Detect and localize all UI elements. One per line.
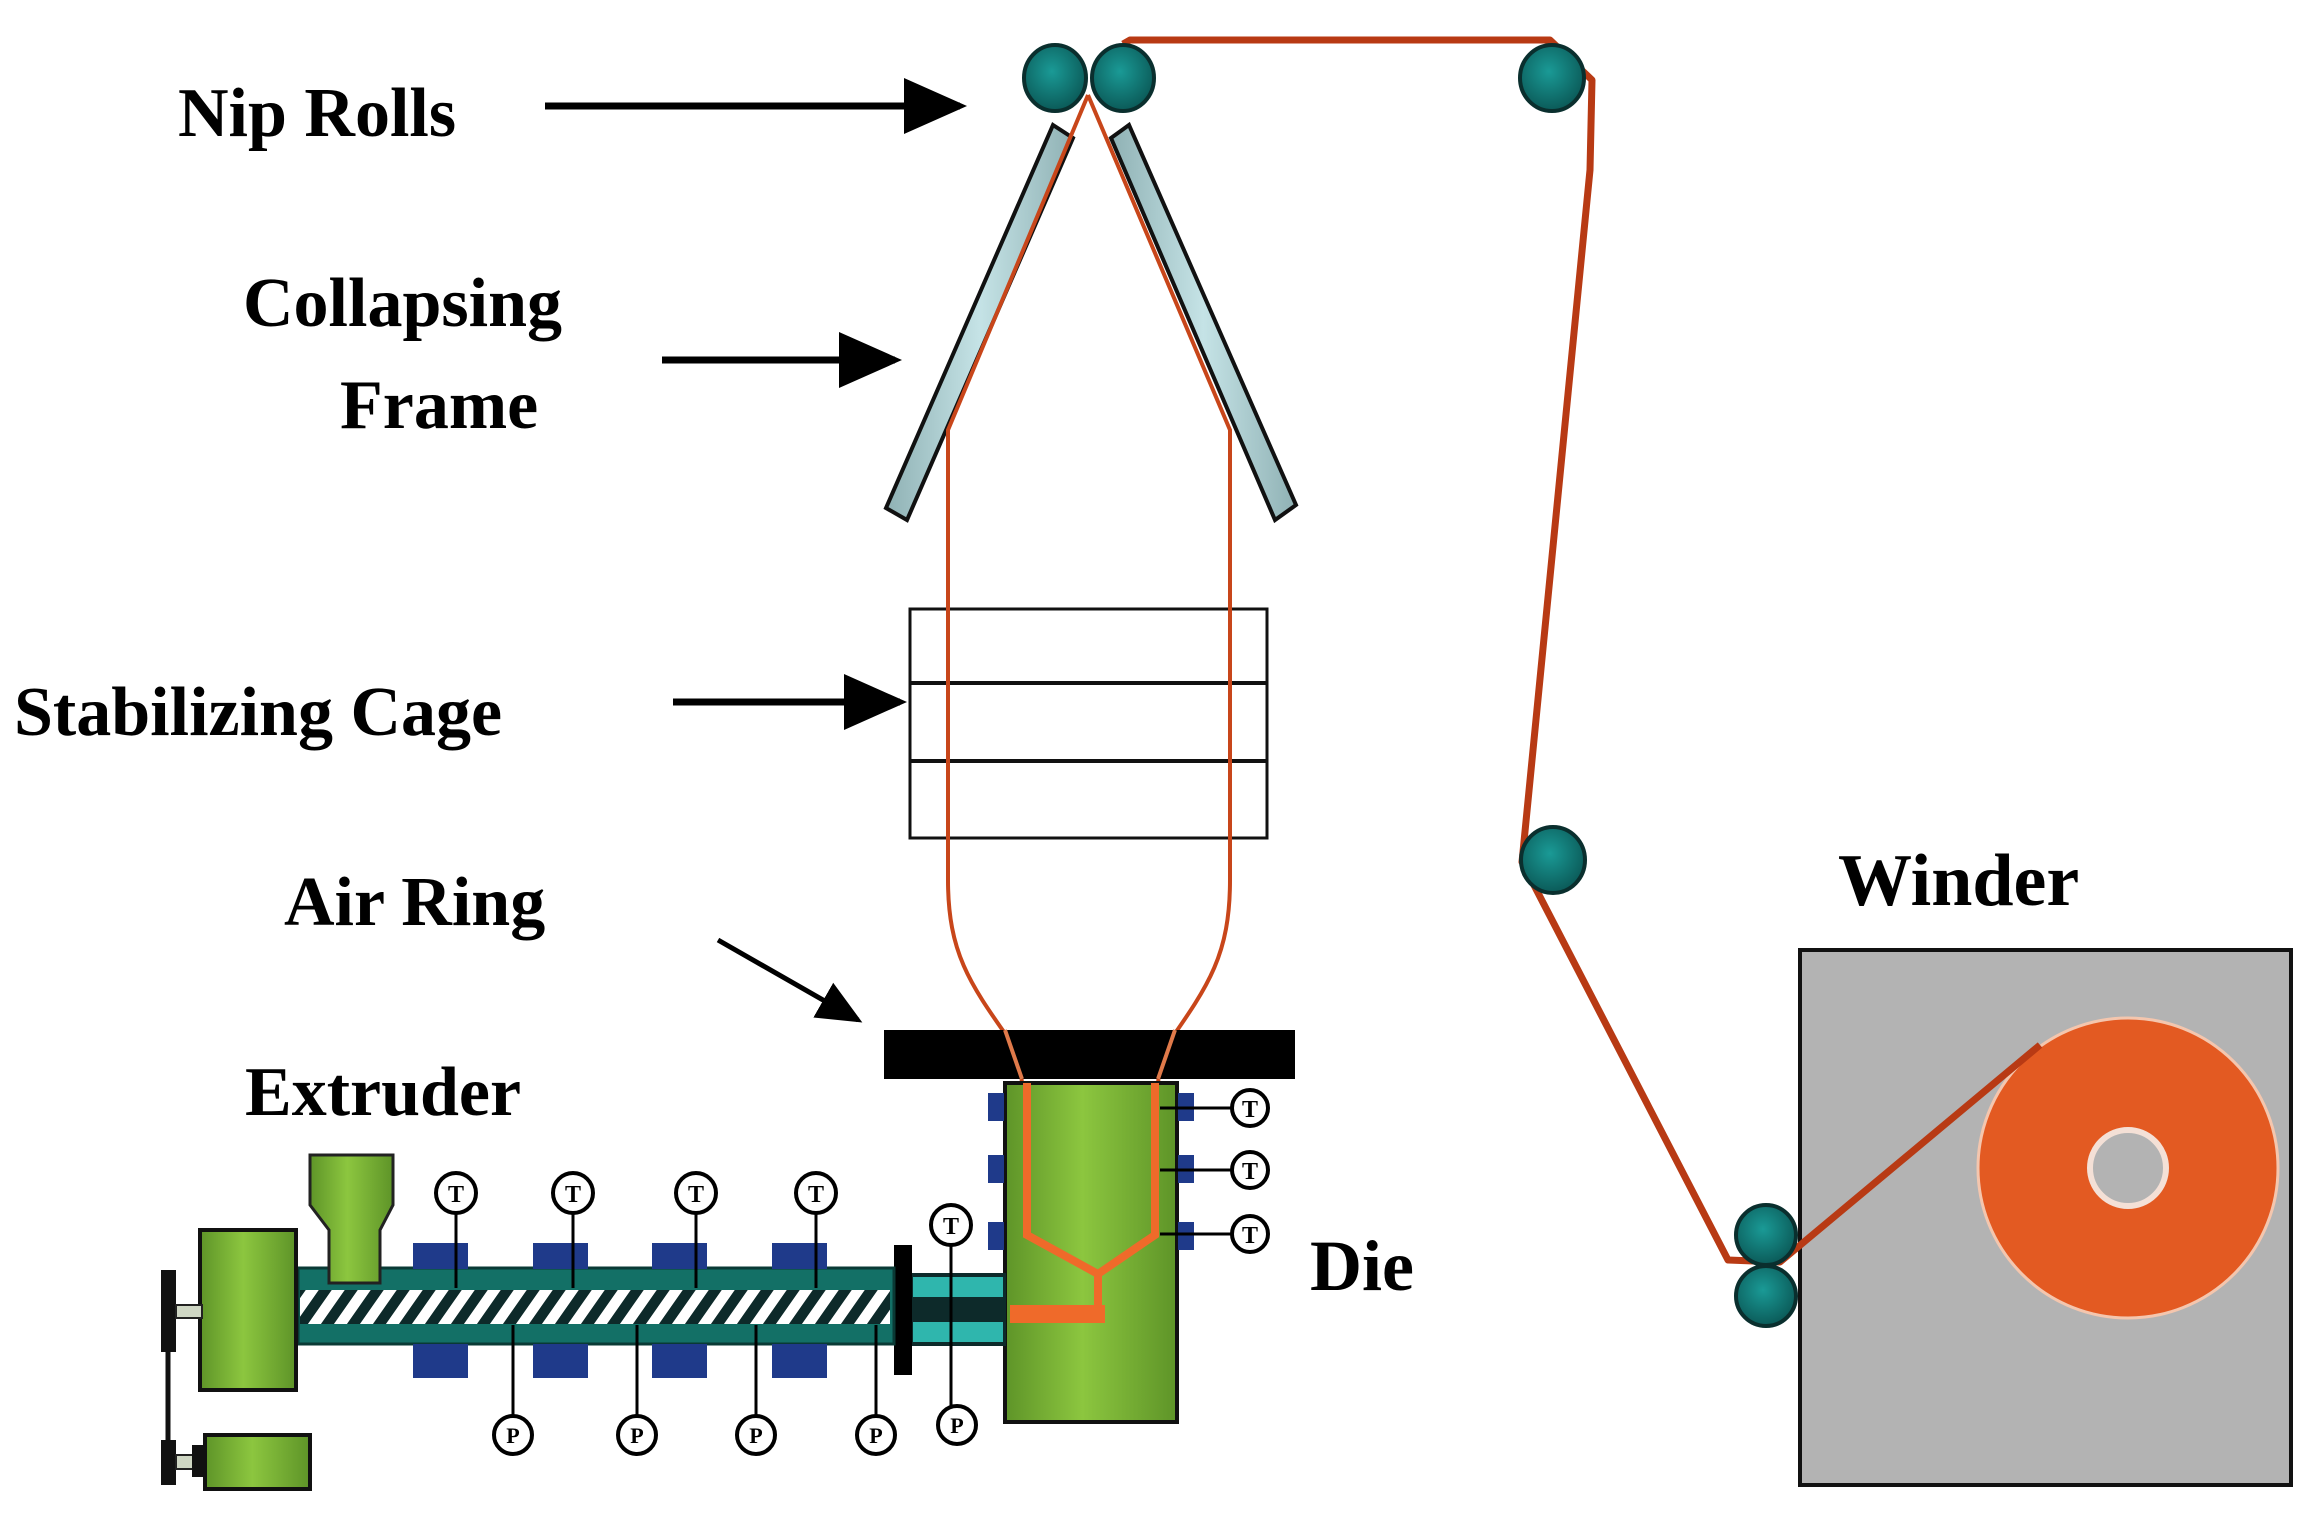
barrel-heater-bottom <box>772 1344 827 1378</box>
svg-text:T: T <box>943 1214 959 1240</box>
label-stabilizing-cage: Stabilizing Cage <box>14 674 502 751</box>
svg-text:P: P <box>749 1423 762 1448</box>
pressure-sensor: P <box>492 1325 534 1456</box>
barrel-heater-bottom <box>533 1344 588 1378</box>
svg-text:T: T <box>1242 1223 1258 1249</box>
label-die: Die <box>1310 1226 1414 1306</box>
film-through-air-ring <box>1003 1029 1177 1080</box>
svg-text:P: P <box>869 1423 882 1448</box>
label-nip-rolls: Nip Rolls <box>178 75 456 152</box>
adapter-upper-wall <box>913 1277 1003 1297</box>
adapter-lower-wall <box>913 1322 1003 1342</box>
extruder-screw <box>300 1290 890 1324</box>
label-extruder: Extruder <box>245 1054 521 1131</box>
temperature-sensor: T <box>674 1171 718 1288</box>
svg-text:T: T <box>565 1182 581 1208</box>
die-body <box>1003 1081 1179 1424</box>
labels: Nip Rolls Collapsing Frame Stabilizing C… <box>14 75 2079 1306</box>
svg-text:T: T <box>808 1182 824 1208</box>
label-collapsing-frame-line1: Collapsing <box>243 265 562 342</box>
svg-text:T: T <box>448 1182 464 1208</box>
extruder <box>161 1153 896 1491</box>
film-bubble <box>946 94 1232 1086</box>
die-heater-left <box>988 1155 1004 1183</box>
pointer-arrows <box>545 78 967 1023</box>
collapsing-frame-left <box>883 122 1076 523</box>
pressure-sensor: P <box>735 1325 777 1456</box>
die-inlet <box>1010 1305 1105 1323</box>
collapsing-frame-right <box>1108 121 1299 524</box>
barrel-heater-top <box>533 1243 588 1269</box>
temperature-sensor: T <box>1160 1088 1270 1128</box>
label-collapsing-frame-line2: Frame <box>340 367 538 444</box>
temperature-sensor: T <box>794 1171 838 1288</box>
winder-roll-lower <box>1734 1264 1798 1328</box>
winder <box>1798 948 2293 1487</box>
barrel-heater-top <box>772 1243 827 1269</box>
label-air-ring: Air Ring <box>284 864 545 941</box>
svg-text:T: T <box>688 1182 704 1208</box>
die <box>988 1081 1194 1424</box>
temperature-sensor: T <box>1160 1214 1270 1254</box>
svg-text:T: T <box>1242 1097 1258 1123</box>
rollers <box>1022 43 1798 1328</box>
cage-frame <box>908 607 1269 840</box>
temperature-sensor: T <box>434 1171 478 1288</box>
die-heater-right <box>1178 1222 1194 1250</box>
die-heater-left <box>988 1222 1004 1250</box>
die-heater-left <box>988 1093 1004 1121</box>
svg-text:P: P <box>506 1423 519 1448</box>
collapsing-frame <box>883 121 1299 524</box>
adapter <box>894 1245 1006 1375</box>
hopper <box>308 1153 395 1285</box>
drive-pulley-lower <box>161 1440 176 1485</box>
adapter-pressure-sensor: P <box>936 1404 978 1446</box>
arrow-air-ring <box>716 937 863 1023</box>
temperature-sensor: T <box>1160 1150 1270 1190</box>
air-ring <box>884 1030 1295 1079</box>
drive-pulley-upper <box>161 1270 176 1352</box>
nip-roll-right <box>1090 43 1156 113</box>
nip-roll-left <box>1022 43 1088 113</box>
label-winder: Winder <box>1838 840 2079 922</box>
gearbox <box>198 1228 298 1392</box>
barrel-heater-bottom <box>413 1344 468 1378</box>
barrel-heater-top <box>652 1243 707 1269</box>
drive-motor <box>203 1433 312 1491</box>
stabilizing-cage <box>908 607 1269 840</box>
breaker-plate <box>894 1245 912 1375</box>
pressure-sensor: P <box>855 1325 897 1456</box>
winder-roll-upper <box>1734 1203 1798 1267</box>
die-temperature-sensors: T T T <box>1160 1088 1270 1254</box>
svg-text:T: T <box>1242 1159 1258 1185</box>
svg-text:P: P <box>630 1423 643 1448</box>
idler-roll-middle <box>1519 825 1587 895</box>
barrel-heater-bottom <box>652 1344 707 1378</box>
drive-shaft <box>175 1304 203 1319</box>
barrel-temperature-sensors: T T T T T <box>434 1171 973 1415</box>
pressure-sensor: P <box>616 1325 658 1456</box>
barrel-pressure-sensors: P P P P P <box>492 1325 978 1456</box>
idler-roll-top <box>1518 43 1586 113</box>
barrel-heater-top <box>413 1243 468 1269</box>
temperature-sensor: T <box>551 1171 595 1288</box>
roll-core <box>2087 1127 2169 1209</box>
adapter-temperature-sensor: T <box>929 1203 973 1415</box>
svg-text:P: P <box>950 1413 963 1438</box>
